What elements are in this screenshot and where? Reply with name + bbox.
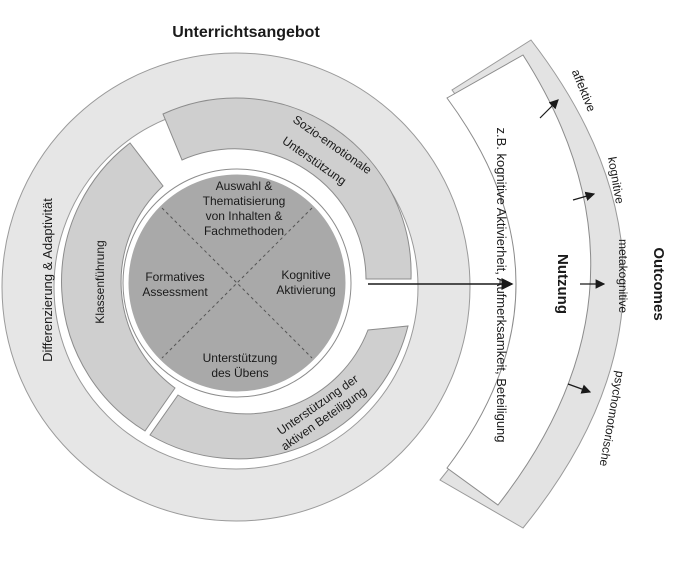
outcomes-title: Outcomes: [650, 247, 667, 320]
center-bottom-line-2: des Übens: [211, 366, 268, 380]
outer-ring-label: Differenzierung & Adaptivität: [40, 198, 55, 362]
center-divider-2: [161, 207, 313, 359]
center-top-line-3: von Inhalten &: [206, 209, 283, 223]
arrow-to-kognitive: [572, 191, 596, 201]
nutzung-band: [446, 54, 592, 506]
arrow-to-psychomotorische: [567, 383, 592, 394]
center-right-line-1: Kognitive: [281, 268, 331, 282]
arrow-to-affektive: [539, 99, 559, 119]
center-left-line-1: Formatives: [145, 270, 204, 284]
klassenfuehrung-label: Klassenführung: [93, 240, 107, 323]
center-top-line-1: Auswahl &: [216, 179, 273, 193]
segment-aktive-beteiligung: [149, 325, 409, 460]
center-circle: [123, 169, 351, 397]
outcome-metakognitive: metakognitive: [616, 239, 630, 313]
center-top-line-4: Fachmethoden: [204, 224, 284, 238]
nutzung-examples: z.B. kognitive Aktivierheit, Aufmerksamk…: [494, 127, 509, 442]
nutzung-title: Nutzung: [554, 254, 571, 314]
center-bottom-line-1: Unterstützung: [203, 351, 278, 365]
diagram-title: Unterrichtsangebot: [172, 24, 320, 41]
segment-klassenfuehrung: [61, 142, 176, 432]
center-right-line-2: Aktivierung: [276, 283, 335, 297]
center-divider-1: [161, 207, 313, 359]
center-left-line-2: Assessment: [142, 285, 208, 299]
segment-sozio-emotionale: [162, 97, 412, 280]
center-top-line-2: Thematisierung: [203, 194, 286, 208]
